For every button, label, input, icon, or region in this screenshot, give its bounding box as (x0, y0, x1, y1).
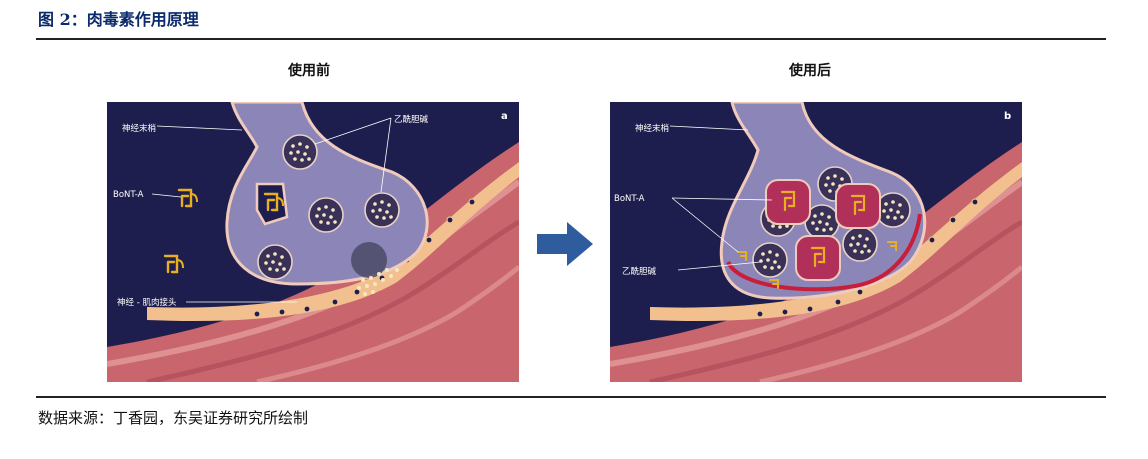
vesicle (752, 242, 788, 278)
figure-title: 图 2：肉毒素作用原理 (38, 10, 199, 29)
vesicle (257, 244, 293, 280)
bont-bound-vesicle-icon (764, 178, 812, 226)
vesicle (364, 192, 400, 228)
bottom-rule (36, 396, 1106, 398)
panel-corner-letter: a (501, 111, 508, 122)
panel-heading-before: 使用前 (288, 63, 330, 79)
source-note: 数据来源：丁香园，东吴证券研究所绘制 (38, 409, 309, 427)
muscle-tissue (610, 142, 1022, 382)
vesicle (308, 197, 344, 233)
label-nerve-terminal: 神经末梢 (635, 123, 670, 134)
panel-after: 神经末梢 BoNT-A 乙酰胆碱 b (610, 102, 1022, 382)
panel-corner-letter: b (1004, 111, 1011, 122)
bont-fragment-icon (737, 241, 897, 289)
blocked-membrane (726, 213, 922, 292)
nerve-terminal (225, 102, 429, 286)
label-acetylcholine: 乙酰胆碱 (622, 266, 657, 277)
panel-heading-after: 使用后 (789, 63, 831, 79)
label-junction: 神经 - 肌肉接头 (117, 297, 177, 308)
acetylcholine-release (357, 268, 399, 296)
bont-bound-vesicle-icon (834, 182, 882, 230)
label-bont: BoNT-A (113, 190, 144, 200)
top-rule (36, 38, 1106, 40)
receptor-row (756, 198, 979, 318)
bont-bound-vesicle-icon (794, 234, 842, 282)
label-nerve-terminal: 神经末梢 (122, 123, 157, 134)
vesicle (842, 226, 878, 262)
fusing-vesicle (351, 242, 387, 278)
panel-before: 神经末梢 乙酰胆碱 BoNT-A 神经 - 肌肉接头 a (107, 102, 519, 382)
label-bont: BoNT-A (614, 194, 645, 204)
label-acetylcholine: 乙酰胆碱 (394, 114, 429, 125)
muscle-tissue (107, 142, 519, 382)
right-arrow-icon (537, 222, 593, 266)
vesicle (282, 134, 318, 170)
vesicle (875, 192, 911, 228)
receptor-row (253, 198, 476, 318)
